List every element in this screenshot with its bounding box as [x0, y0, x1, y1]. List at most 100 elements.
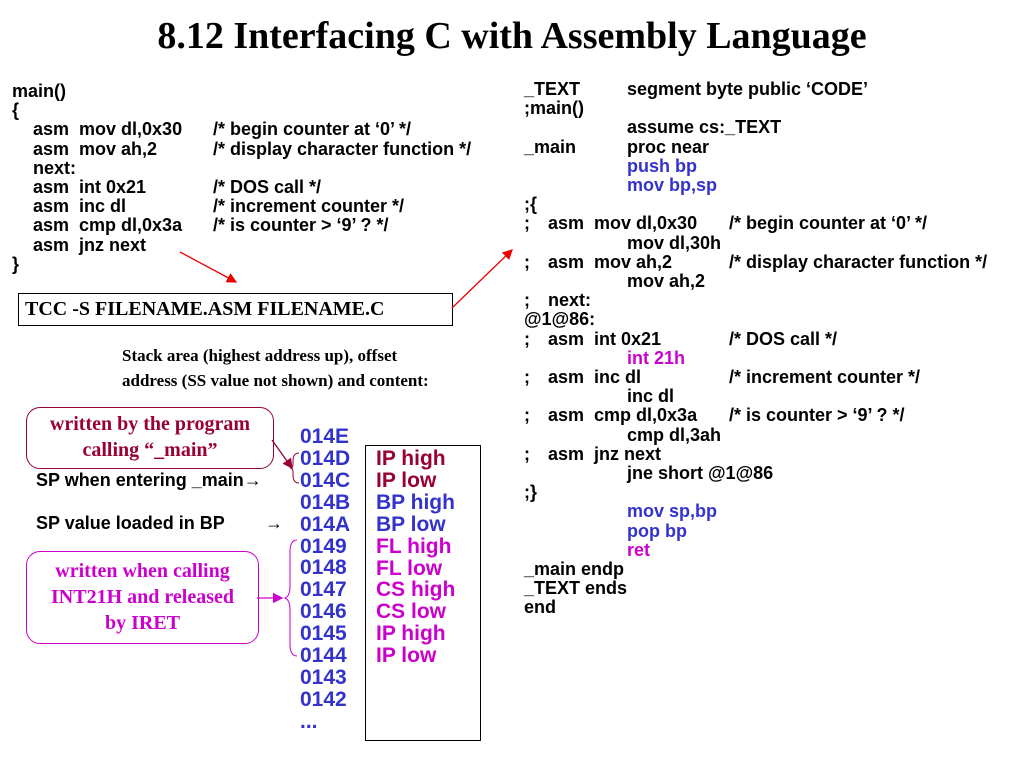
c-code-line: main() [12, 81, 66, 101]
asm-code-instruction: ret [627, 539, 651, 560]
slide-title: 8.12 Interfacing C with Assembly Languag… [157, 15, 867, 57]
asm-code-instruction: int 21h [627, 347, 686, 368]
stack-content: FL high [376, 534, 452, 558]
asm-code-label: _TEXT [524, 79, 581, 99]
asm-code-instruction: inc dl [627, 386, 675, 407]
callout-main-line1: written by the program [49, 413, 251, 435]
asm-code-instruction: mov ah,2 [627, 271, 706, 291]
asm-code-comment: /* is counter > ‘9’ ? */ [729, 405, 905, 426]
asm-code-label: ;{ [524, 194, 537, 215]
asm-code-label: @1@86: [524, 309, 596, 330]
c-code-statement: asm int 0x21 [33, 177, 147, 197]
arrow-command-to-asm [451, 249, 513, 309]
callout-int-line1: written when calling [55, 560, 230, 582]
asm-code-instruction: mov dl,30h [627, 232, 722, 253]
asm-code-label: ;} [524, 482, 537, 503]
asm-code-label: ; [524, 290, 530, 311]
asm-code-source-comment: asm jnz next [548, 443, 662, 464]
asm-code-instruction: jne short @1@86 [627, 463, 774, 483]
asm-code-label: ; [524, 251, 530, 272]
stack-caption-1: Stack area (highest address up), offset [122, 346, 398, 365]
command-box: TCC -S FILENAME.ASM FILENAME.C [18, 293, 453, 326]
stack-content: IP high [376, 447, 446, 470]
asm-code-instruction: mov bp,sp [627, 175, 718, 195]
stack-content: CS high [376, 578, 456, 602]
stack-address: 014C [300, 468, 351, 492]
asm-code-source-comment: asm cmp dl,0x3a [548, 405, 698, 426]
asm-code-source-comment: asm inc dl [548, 367, 642, 387]
asm-code-source-comment: asm int 0x21 [548, 328, 662, 349]
callout-int21h: written when calling INT21H and released… [26, 551, 259, 644]
asm-code-comment: /* display character function */ [729, 251, 988, 272]
asm-code-label: _TEXT ends [524, 578, 628, 599]
stack-address: ... [300, 709, 318, 733]
c-code-line: } [12, 253, 20, 274]
c-code-comment: /* display character function */ [213, 138, 472, 159]
asm-code-label: ; [524, 328, 530, 349]
asm-code-label: _main endp [524, 559, 625, 579]
asm-code-instruction: pop bp [627, 520, 687, 541]
asm-code-instruction: mov sp,bp [627, 501, 718, 522]
compile-command: TCC -S FILENAME.ASM FILENAME.C [25, 298, 385, 320]
asm-code-source-comment: next: [548, 290, 592, 311]
callout-int-line2: INT21H and released [51, 586, 234, 608]
stack-address: 014B [300, 490, 351, 514]
brace-int [283, 539, 298, 657]
c-code-statement: asm cmp dl,0x3a [33, 215, 183, 236]
c-code-comment: /* increment counter */ [213, 196, 405, 217]
c-code-statement: asm mov ah,2 [33, 138, 158, 159]
c-code-line: { [12, 100, 20, 121]
stack-content: FL low [376, 556, 443, 580]
stack-content: CS low [376, 600, 447, 624]
asm-code-instruction: proc near [627, 136, 710, 157]
asm-code-instruction: segment byte public ‘CODE’ [627, 79, 869, 99]
asm-code-label: ; [524, 443, 530, 464]
stack-address: 0146 [300, 600, 347, 624]
asm-code-label: ;main() [524, 98, 584, 119]
stack-caption-2: address (SS value not shown) and content… [122, 371, 429, 390]
stack-address: 014D [300, 446, 351, 470]
stack-address: 0143 [300, 665, 347, 689]
stack-address: 0145 [300, 622, 347, 646]
stack-content: IP low [376, 468, 437, 492]
asm-code-label: ; [524, 367, 530, 387]
c-code-comment: /* begin counter at ‘0’ */ [213, 119, 412, 140]
brace-main [289, 452, 300, 484]
asm-code-instruction: assume cs:_TEXT [627, 117, 782, 138]
stack-address: 0144 [300, 644, 347, 667]
asm-code-source-comment: asm mov dl,0x30 [548, 213, 698, 234]
asm-code-label: ; [524, 213, 530, 234]
arrow-c-to-command [179, 251, 238, 283]
stack-contents-box [365, 445, 481, 741]
arrow-callout-main [271, 439, 293, 470]
stack-address: 0148 [300, 556, 347, 580]
callout-main-line2: calling “_main” [82, 439, 218, 461]
right-arrow-icon: → [265, 513, 283, 533]
c-code-comment: /* is counter > ‘9’ ? */ [213, 215, 389, 236]
sp-entering-label: SP when entering _main→ [36, 470, 262, 490]
c-code-statement: next: [33, 157, 77, 178]
stack-content: BP high [376, 490, 455, 514]
c-code-comment: /* DOS call */ [213, 177, 322, 197]
stack-address: 0142 [300, 687, 347, 711]
asm-code-comment: /* begin counter at ‘0’ */ [729, 213, 928, 234]
asm-code-label: ; [524, 405, 530, 426]
asm-code-instruction: push bp [627, 155, 697, 176]
asm-code-comment: /* DOS call */ [729, 328, 838, 349]
asm-code-comment: /* increment counter */ [729, 367, 921, 387]
stack-content: IP low [376, 644, 437, 668]
stack-address: 014A [300, 512, 351, 536]
c-code-statement: asm jnz next [33, 234, 147, 255]
asm-code-source-comment: asm mov ah,2 [548, 251, 673, 272]
sp-bp-label: SP value loaded in BP [36, 513, 225, 533]
stack-content: IP high [376, 622, 446, 646]
stack-address: 0149 [300, 534, 347, 558]
stack-address: 014E [300, 425, 350, 448]
stack-content: BP low [376, 512, 446, 536]
c-code-statement: asm mov dl,0x30 [33, 119, 183, 140]
callout-main: written by the program calling “_main” [26, 407, 274, 469]
asm-code-label: end [524, 597, 557, 618]
asm-code-instruction: cmp dl,3ah [627, 424, 722, 445]
callout-int-line3: by IRET [104, 612, 181, 634]
